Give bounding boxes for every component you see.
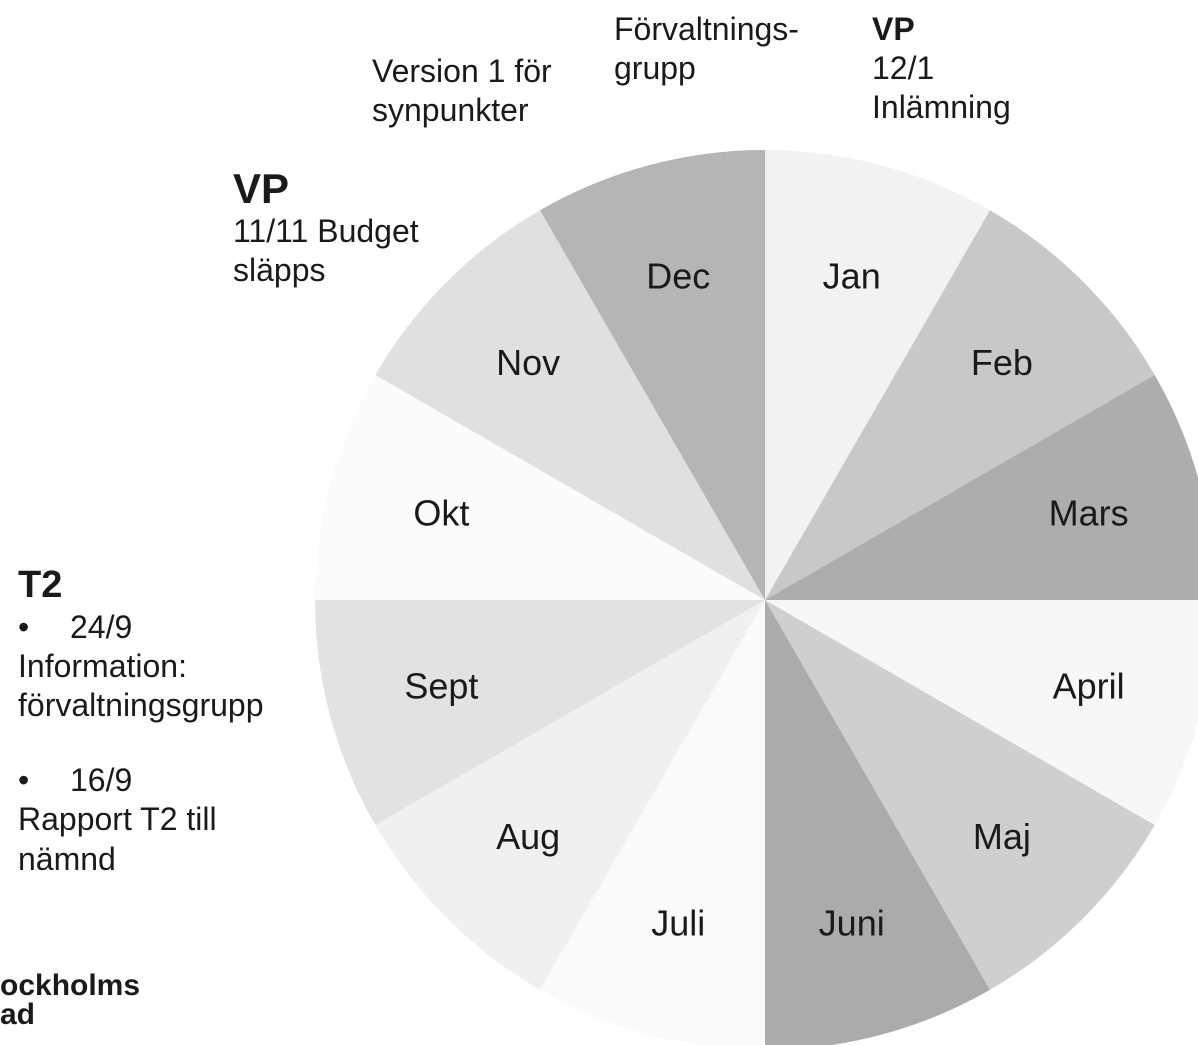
vp-jan-title: VP — [872, 11, 915, 47]
vp-jan-line2: Inlämning — [872, 89, 1011, 126]
logo-line1: ockholms — [0, 969, 141, 1002]
t2-note: T2 •24/9 Information: förvaltningsgrupp … — [18, 562, 263, 879]
month-label-mars: Mars — [1049, 492, 1129, 533]
version-note-line2: synpunkter — [372, 92, 529, 129]
vp-nov-note: VP 11/11 Budget släpps — [233, 165, 419, 290]
t2-bullet-1-date: 24/9 — [70, 609, 133, 646]
forvaltning-note-line2: grupp — [614, 50, 696, 87]
month-label-feb: Feb — [971, 342, 1033, 383]
month-label-sept: Sept — [404, 666, 478, 707]
month-slice-mars — [765, 375, 1198, 600]
month-slice-jan — [765, 150, 990, 600]
vp-jan-note: VP 12/1 Inlämning — [872, 10, 1011, 127]
t2-bullet-2-date: 16/9 — [70, 762, 133, 799]
stockholms-stad-logo: ockholms ad — [0, 969, 141, 1031]
month-slice-dec — [540, 150, 765, 600]
month-slice-juni — [765, 600, 990, 1045]
bullet-icon: • — [18, 762, 30, 799]
month-label-maj: Maj — [973, 816, 1031, 857]
t2-bullet-1-line1: Information: — [18, 648, 187, 685]
month-label-juli: Juli — [651, 903, 705, 944]
month-label-aug: Aug — [496, 816, 560, 857]
bullet-icon: • — [18, 609, 30, 646]
month-label-okt: Okt — [413, 492, 469, 533]
vp-jan-line1: 12/1 — [872, 50, 935, 87]
month-label-juni: Juni — [819, 903, 885, 944]
month-slice-aug — [375, 600, 765, 990]
t2-bullet-1-line2: förvaltningsgrupp — [18, 687, 264, 724]
forvaltning-note: Förvaltnings- grupp — [614, 10, 799, 88]
month-slice-okt — [315, 375, 765, 600]
month-label-april: April — [1053, 666, 1125, 707]
t2-bullet-2-line1: Rapport T2 till — [18, 801, 217, 838]
t2-bullet-2-line2: nämnd — [18, 840, 116, 877]
month-slice-feb — [765, 210, 1155, 601]
version-note: Version 1 för synpunkter — [372, 52, 552, 130]
month-slice-sept — [315, 600, 765, 825]
t2-bullet-2: • 16/9 — [18, 761, 263, 800]
t2-title: T2 — [18, 564, 63, 606]
forvaltning-note-line1: Förvaltnings- — [614, 11, 799, 47]
month-slice-april — [765, 600, 1198, 825]
month-slice-nov — [375, 210, 765, 601]
vp-nov-title: VP — [233, 165, 290, 212]
month-label-jan: Jan — [823, 255, 881, 296]
month-label-dec: Dec — [646, 255, 710, 296]
month-slice-juli — [540, 600, 765, 1045]
t2-bullet-1: • 24/9 — [18, 608, 263, 647]
month-slice-maj — [765, 600, 1155, 990]
version-note-line1: Version 1 för — [372, 53, 552, 89]
month-label-nov: Nov — [496, 342, 560, 383]
vp-nov-line1: 11/11 Budget — [233, 213, 419, 250]
logo-line2: ad — [0, 997, 36, 1031]
vp-nov-line2: släpps — [233, 252, 326, 289]
